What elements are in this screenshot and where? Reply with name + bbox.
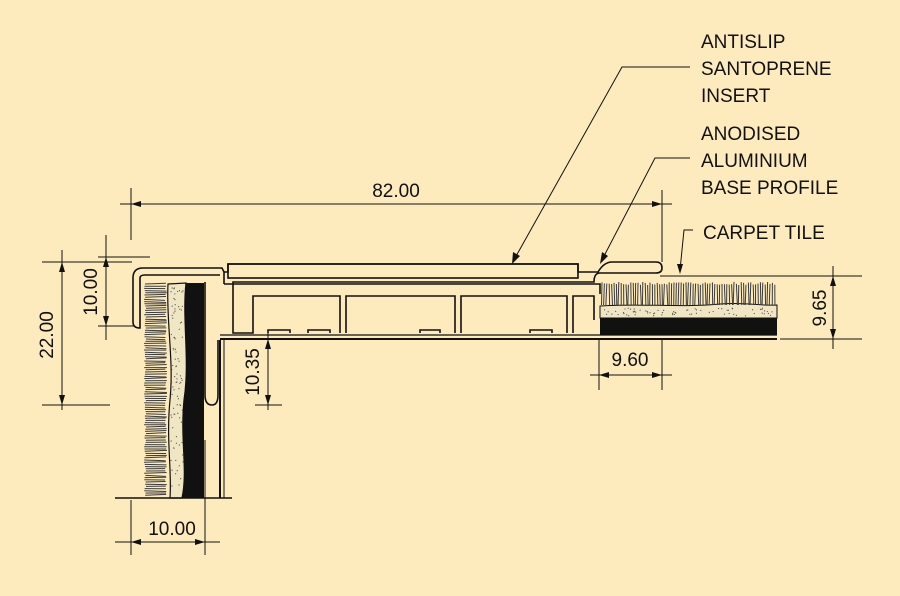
dim-overall-height: 22.00 bbox=[37, 311, 58, 359]
profile-web-top bbox=[233, 284, 600, 294]
profile-cell-1 bbox=[233, 284, 340, 333]
dim-overall-width: 82.00 bbox=[372, 181, 420, 202]
foot-3 bbox=[420, 330, 440, 333]
top-cap bbox=[224, 262, 662, 284]
dim-leg-height: 10.35 bbox=[243, 348, 264, 396]
dim-carpet-height: 9.65 bbox=[810, 290, 831, 327]
callout-antislip-insert: ANTISLIP SANTOPRENE INSERT bbox=[701, 32, 832, 107]
dim-nose-width: 10.00 bbox=[148, 519, 196, 540]
carpet-pile bbox=[602, 282, 775, 305]
profile-label-line-3: BASE PROFILE bbox=[701, 178, 838, 199]
carpet-tile bbox=[600, 282, 777, 335]
insert-label-line-2: SANTOPRENE bbox=[701, 59, 832, 80]
profile-label-line-1: ANODISED bbox=[701, 124, 800, 145]
profile-cell-3 bbox=[461, 296, 567, 333]
foot-2 bbox=[308, 330, 330, 333]
profile-cell-4 bbox=[573, 296, 594, 333]
foot-4 bbox=[530, 330, 552, 333]
riser-backing bbox=[182, 283, 204, 498]
profile-label-line-2: ALUMINIUM bbox=[701, 151, 808, 172]
insert-label-line-1: ANTISLIP bbox=[701, 32, 785, 53]
carpet-backing bbox=[600, 318, 777, 335]
dim-nose-height: 10.00 bbox=[81, 268, 102, 316]
callout-base-profile: ANODISED ALUMINIUM BASE PROFILE bbox=[701, 124, 838, 199]
leader-arrows bbox=[512, 252, 683, 274]
leader-lines bbox=[515, 67, 693, 270]
riser-underlay bbox=[168, 283, 187, 498]
profile-leg bbox=[205, 282, 218, 405]
carpet-tile-label: CARPET TILE bbox=[703, 223, 825, 244]
insert-label-line-3: INSERT bbox=[701, 86, 771, 107]
carpet-underlay bbox=[600, 303, 777, 318]
foot-1 bbox=[268, 330, 290, 333]
aluminium-profile bbox=[133, 262, 662, 405]
dim-carpet-offset: 9.60 bbox=[612, 350, 649, 371]
profile-cell-2 bbox=[346, 296, 455, 333]
antislip-insert bbox=[228, 264, 578, 278]
riser-carpet bbox=[143, 282, 204, 498]
